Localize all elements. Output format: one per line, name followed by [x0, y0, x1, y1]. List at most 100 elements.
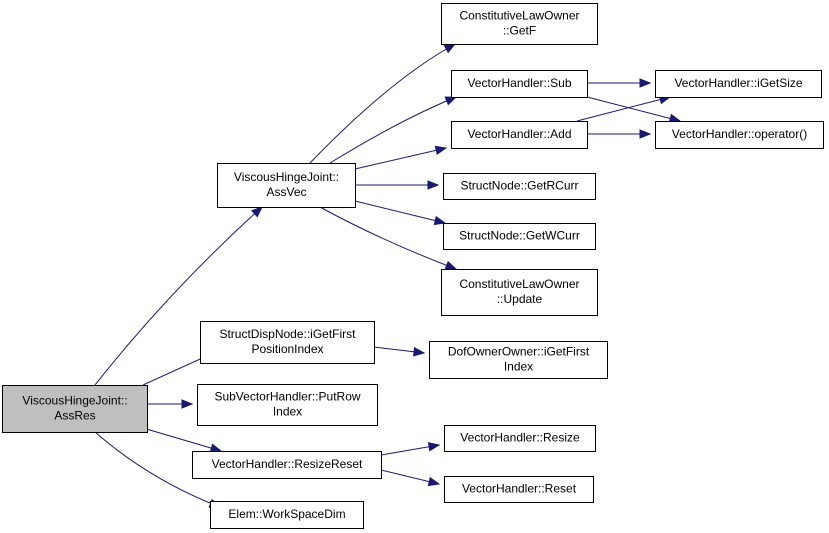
node-resize[interactable]: VectorHandler::Resize: [444, 425, 596, 452]
edge-assvec-to-getf: [309, 43, 457, 164]
node-box: [451, 121, 588, 149]
node-box: [655, 121, 824, 149]
arrowhead: [209, 443, 223, 453]
arrowhead: [427, 180, 440, 190]
node-box: [444, 425, 596, 452]
node-getwcurr[interactable]: StructNode::GetWCurr: [443, 223, 596, 250]
node-label-line: PositionIndex: [251, 342, 323, 356]
node-igetsize[interactable]: VectorHandler::iGetSize: [655, 70, 822, 98]
arrowhead: [413, 347, 426, 357]
node-box: [2, 385, 148, 433]
edge-assvec-to-update: [319, 206, 458, 270]
edge-assvec-to-getwcurr: [354, 200, 447, 226]
edge-line: [94, 431, 221, 508]
node-label-line: ViscousHingeJoint::: [234, 170, 339, 184]
node-label-line: ViscousHingeJoint::: [22, 394, 127, 408]
edge-resizereset-to-reset: [380, 469, 441, 487]
arrowhead: [639, 129, 652, 139]
arrowhead: [433, 215, 447, 226]
edge-line: [94, 206, 263, 386]
node-box: [200, 321, 375, 364]
edge-line: [142, 427, 222, 452]
node-box: [217, 163, 356, 208]
node-box: [192, 451, 382, 479]
node-label-line: ConstitutiveLawOwner: [459, 277, 579, 291]
node-label-line: VectorHandler::Reset: [462, 482, 577, 496]
arrowhead: [251, 206, 263, 218]
node-label-line: VectorHandler::Add: [467, 127, 571, 141]
node-label-line: VectorHandler::iGetSize: [674, 76, 802, 90]
function-nodes: ViscousHingeJoint::AssResViscousHingeJoi…: [2, 3, 824, 529]
node-assvec[interactable]: ViscousHingeJoint::AssVec: [217, 163, 356, 208]
edge-assvec-to-getrcurr: [355, 180, 440, 190]
edge-line: [309, 43, 456, 164]
node-label-line: StructNode::GetRCurr: [460, 179, 578, 193]
node-label-line: VectorHandler::Resize: [460, 431, 580, 445]
edge-resizereset-to-resize: [380, 442, 441, 456]
node-label-line: AssRes: [54, 409, 95, 423]
edge-line: [329, 96, 457, 164]
node-label-line: Elem::WorkSpaceDim: [228, 507, 345, 521]
node-label-line: DofOwnerOwner::iGetFirst: [448, 345, 590, 359]
node-label-line: ::GetF: [503, 24, 536, 38]
node-label-line: StructNode::GetWCurr: [459, 229, 580, 243]
edge-igetfirstpos-to-igetfirstindex: [373, 346, 426, 357]
node-box: [444, 476, 594, 503]
node-label-line: SubVectorHandler::PutRow: [214, 390, 360, 404]
arrowhead: [443, 43, 457, 54]
edge-line: [586, 96, 681, 122]
node-workspacedim[interactable]: Elem::WorkSpaceDim: [210, 501, 364, 529]
edge-assres-to-putrow: [147, 399, 194, 409]
node-assres[interactable]: ViscousHingeJoint::AssRes: [2, 385, 148, 433]
edge-assvec-to-sub: [329, 96, 458, 164]
arrowhead: [444, 96, 458, 106]
node-box: [441, 269, 598, 316]
edge-add-to-igetsize: [576, 95, 672, 122]
node-label-line: Index: [273, 405, 302, 419]
node-box: [655, 70, 822, 98]
edge-add-to-operator: [587, 129, 652, 139]
arrowhead: [639, 78, 652, 88]
node-getf[interactable]: ConstitutiveLawOwner::GetF: [441, 3, 598, 45]
node-sub[interactable]: VectorHandler::Sub: [451, 70, 588, 98]
node-resizereset[interactable]: VectorHandler::ResizeReset: [192, 451, 382, 479]
node-add[interactable]: VectorHandler::Add: [451, 121, 588, 149]
edge-line: [354, 147, 447, 170]
node-box: [441, 3, 598, 45]
node-box: [451, 70, 588, 98]
node-label-line: VectorHandler::Sub: [467, 76, 571, 90]
arrowhead: [181, 399, 194, 409]
node-update[interactable]: ConstitutiveLawOwner::Update: [441, 269, 598, 316]
node-getrcurr[interactable]: StructNode::GetRCurr: [443, 173, 596, 200]
edge-line: [354, 200, 446, 224]
edge-assvec-to-add: [354, 145, 448, 170]
node-label-line: AssVec: [266, 185, 306, 199]
node-box: [197, 384, 378, 426]
node-box: [429, 341, 608, 379]
node-label-line: VectorHandler::operator(): [672, 127, 807, 141]
arrowhead: [427, 442, 441, 452]
edge-sub-to-igetsize: [587, 78, 652, 88]
node-label-line: StructDispNode::iGetFirst: [219, 327, 356, 341]
edge-line: [319, 206, 457, 270]
node-label-line: ::Update: [497, 292, 543, 306]
edge-line: [576, 96, 671, 122]
node-reset[interactable]: VectorHandler::Reset: [444, 476, 594, 503]
node-label-line: VectorHandler::ResizeReset: [212, 457, 363, 471]
arrowhead: [444, 260, 458, 270]
node-box: [443, 173, 596, 200]
edge-sub-to-operator: [586, 96, 682, 123]
node-operator[interactable]: VectorHandler::operator(): [655, 121, 824, 149]
node-box: [443, 223, 596, 250]
edge-assres-to-resizereset: [142, 427, 223, 453]
node-label-line: ConstitutiveLawOwner: [459, 9, 579, 23]
node-label-line: Index: [504, 360, 533, 374]
arrowhead: [434, 145, 448, 155]
node-box: [210, 501, 364, 529]
edge-assres-to-assvec: [94, 206, 263, 386]
arrowhead: [427, 476, 441, 487]
